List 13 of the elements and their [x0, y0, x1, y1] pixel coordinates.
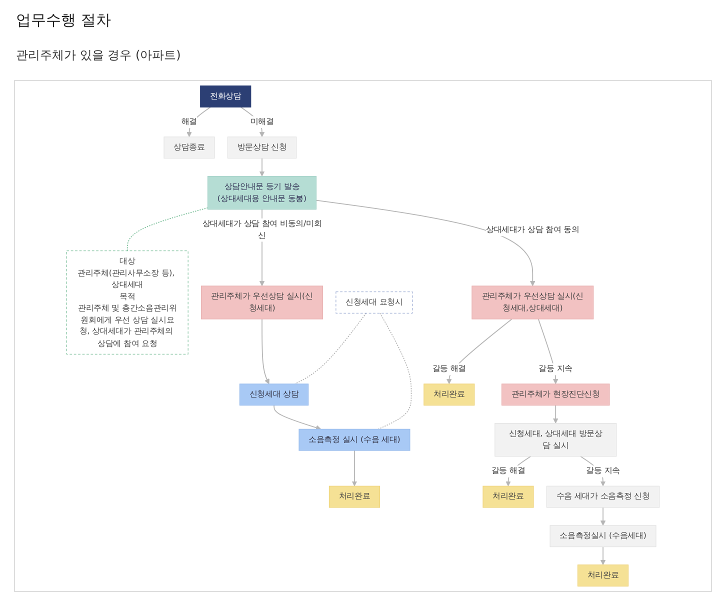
connector [126, 207, 208, 252]
arrow [259, 158, 265, 176]
page-title: 업무수행 절차 [16, 11, 111, 30]
section-heading: 관리주체가 있을 경우 (아파트) [16, 47, 181, 64]
connector [378, 312, 412, 430]
arrow [262, 318, 270, 384]
connector [294, 312, 367, 384]
arrow [552, 404, 558, 424]
arrow [600, 546, 606, 566]
arrow [352, 450, 358, 486]
arrow [600, 507, 606, 526]
arrow [274, 404, 322, 430]
arrow [316, 200, 536, 286]
